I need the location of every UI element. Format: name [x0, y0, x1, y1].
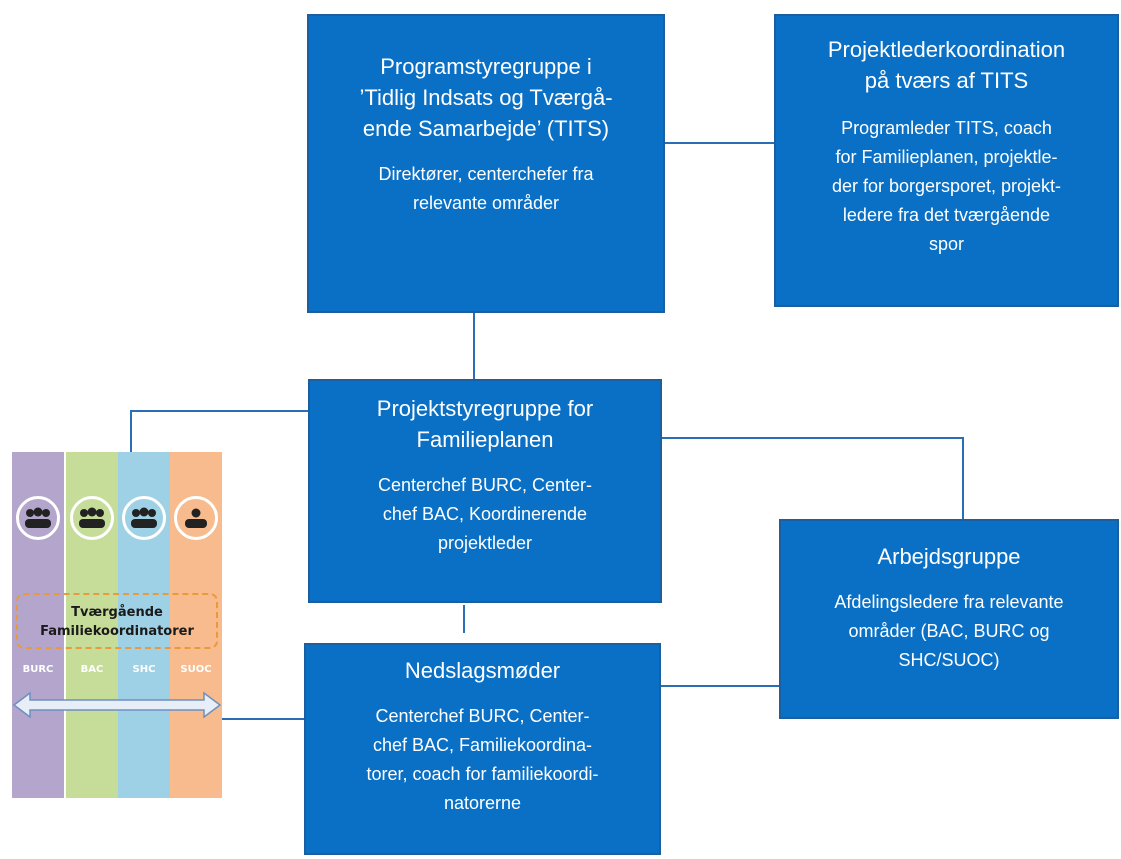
project-coordination-members: Programleder TITS, coach for Familieplan… — [831, 118, 1062, 254]
project-coordination-title: Projektlederkoordination på tværs af TIT… — [827, 37, 1066, 93]
meetings-title: Nedslagsmøder — [404, 658, 561, 683]
people-icon — [122, 496, 166, 540]
project-steering-group-box: Projektstyregruppe for Familieplanen Cen… — [308, 379, 662, 603]
connector-program-to-project-steering — [473, 313, 475, 379]
people-icon — [16, 496, 60, 540]
connector-graphic-to-project-steering-h — [130, 410, 308, 412]
connector-meetings-to-workgroup — [661, 685, 779, 687]
connector-meetings-to-graphic — [218, 718, 304, 720]
connector-program-to-coordination — [665, 142, 774, 144]
people-icon — [174, 496, 218, 540]
connector-graphic-to-project-steering-v — [130, 410, 132, 452]
program-steering-members: Direktører, centerchefer fra relevante o… — [378, 164, 594, 213]
connector-steering-to-meetings — [463, 605, 465, 633]
people-icon — [70, 496, 114, 540]
working-group-members: Afdelingsledere fra relevante områder (B… — [834, 592, 1064, 670]
program-steering-title: Programstyregruppe i ’Tidlig Indsats og … — [359, 54, 613, 141]
band-label-shc: SHC — [132, 664, 156, 675]
band-label-bac: BAC — [80, 664, 104, 675]
meetings-box: Nedslagsmøder Centerchef BURC, Center- c… — [304, 643, 661, 855]
band-label-burc: BURC — [22, 664, 54, 675]
coordinator-label: Tværgående Familiekoordinatorer — [16, 593, 218, 649]
working-group-title: Arbejdsgruppe — [877, 544, 1021, 569]
project-leader-coordination-box: Projektlederkoordination på tværs af TIT… — [774, 14, 1119, 307]
band-label-suoc: SUOC — [180, 664, 212, 675]
program-steering-group-box: Programstyregruppe i ’Tidlig Indsats og … — [307, 14, 665, 313]
working-group-box: Arbejdsgruppe Afdelingsledere fra releva… — [779, 519, 1119, 719]
project-steering-title: Projektstyregruppe for Familieplanen — [376, 396, 594, 452]
connector-steering-to-workgroup-v — [962, 437, 964, 519]
project-steering-members: Centerchef BURC, Center- chef BAC, Koord… — [377, 475, 593, 553]
double-arrow-icon — [12, 691, 222, 719]
meetings-members: Centerchef BURC, Center- chef BAC, Famil… — [366, 706, 599, 813]
connector-steering-to-workgroup-h — [662, 437, 964, 439]
